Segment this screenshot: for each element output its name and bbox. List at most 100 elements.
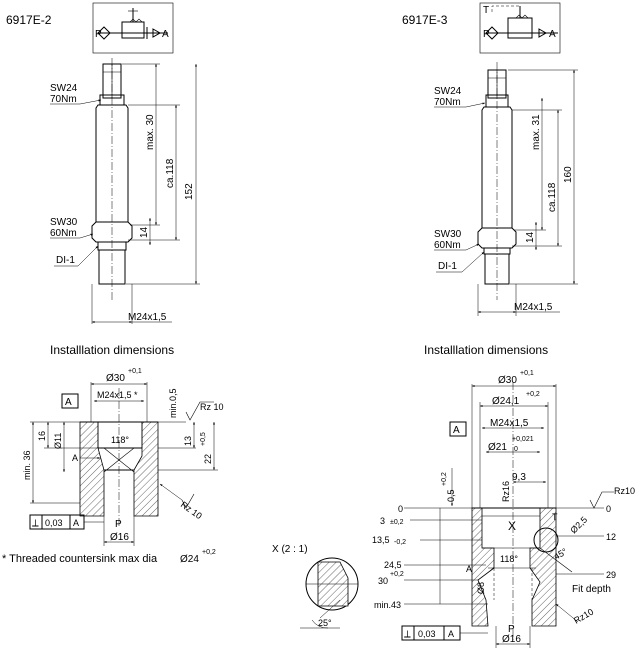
right-max-dim: max. 31: [531, 114, 542, 150]
left-install-p: P: [115, 519, 122, 530]
right-install-rz16: Rz16: [501, 481, 511, 502]
right-install-dia8: Ø8: [476, 582, 486, 594]
right-install-dia2-5: Ø2,5: [568, 515, 589, 536]
right-symbol-port-t: T: [483, 5, 489, 16]
right-torque-top: 70Nm: [434, 97, 461, 108]
right-overall-dim: 160: [563, 166, 574, 183]
right-hydraulic-symbol: T P A: [479, 2, 561, 54]
right-install-dim3: 3: [380, 516, 385, 526]
detail-label: X (2 : 1): [272, 544, 308, 555]
left-valve-view: 6917E-2 P A: [6, 2, 200, 324]
right-install-dia30: Ø30: [498, 375, 517, 386]
left-sw-top: SW24: [50, 83, 78, 94]
right-install-a-label: A: [466, 564, 472, 574]
left-torque-bottom: 60Nm: [50, 228, 77, 239]
right-sw-top: SW24: [434, 86, 462, 97]
right-install-dia24-1: Ø24,1: [492, 396, 520, 407]
right-install-dim12: 12: [606, 532, 616, 542]
right-install-view: Installlation dimensions Ø30 +0,1 Ø24,1 …: [372, 343, 635, 648]
right-install-dia30-tol: +0,1: [520, 370, 534, 377]
left-ca-dim: ca.118: [165, 158, 176, 188]
left-install-min36: min. 36: [22, 450, 32, 480]
left-symbol-port-a: A: [162, 29, 169, 40]
right-sw-bottom: SW30: [434, 229, 462, 240]
right-install-dia16: Ø16: [502, 634, 521, 645]
left-install-dim13-tol: +0,5: [200, 432, 207, 446]
right-install-perp-sym: ⟂: [404, 629, 411, 640]
right-install-t: T: [552, 512, 558, 522]
left-install-dim22: 22: [203, 454, 213, 464]
left-sw-bottom: SW30: [50, 217, 78, 228]
left-install-min05: min.0,5: [168, 388, 178, 418]
right-valve-view: 6917E-3 T P A: [402, 2, 578, 316]
left-install-dia30: Ø30: [106, 373, 125, 384]
right-install-dim3-tol: ±0,2: [390, 519, 404, 526]
left-install-heading: Installlation dimensions: [50, 343, 174, 357]
right-install-min43: min.43: [374, 600, 401, 610]
right-install-dia21: Ø21: [488, 442, 507, 453]
left-overall-dim: 152: [184, 183, 195, 200]
right-install-rz-top: Rz10: [614, 486, 635, 496]
right-install-a-box: A: [453, 425, 460, 436]
left-install-perp-sym: ⟂: [32, 518, 39, 529]
left-symbol-port-p: P: [95, 29, 102, 40]
right-seal-label: DI-1: [438, 261, 457, 272]
right-install-x-mark: X: [508, 519, 516, 533]
left-install-dim16: 16: [37, 431, 47, 441]
left-install-rz-bot: Rz 10: [179, 499, 204, 521]
left-valve-dims: max. 30 ca.118 152 14 M24x1,5 SW24 70Nm …: [50, 63, 200, 324]
left-valve-body: [91, 58, 133, 300]
left-install-perp-ref: A: [73, 518, 79, 528]
left-install-a-box: A: [65, 397, 72, 408]
right-install-angle118: 118°: [500, 554, 518, 564]
left-install-dia11: Ø11: [53, 433, 63, 449]
left-install-footnote: * Threaded countersink max dia: [2, 553, 158, 565]
right-install-perp-val: 0,03: [418, 629, 436, 639]
right-install-dim9-3: 9,3: [512, 472, 526, 483]
right-thread-label: M24x1,5: [514, 302, 553, 313]
right-install-thread: M24x1,5: [490, 418, 529, 429]
right-install-dia24-1-tol: +0,2: [526, 391, 540, 398]
left-max-dim: max. 30: [145, 114, 156, 150]
left-install-dim13: 13: [183, 436, 193, 446]
left-title: 6917E-2: [6, 13, 52, 27]
left-install-dia30-tol: +0,1: [128, 368, 142, 375]
left-install-rz-top: Rz 10: [200, 402, 224, 412]
left-hydraulic-symbol: P A: [92, 2, 174, 54]
right-dim-14: 14: [525, 231, 536, 243]
right-symbol-port-a: A: [549, 29, 556, 40]
left-dim-14: 14: [139, 226, 150, 238]
left-install-footnote-val: Ø24: [180, 554, 199, 565]
right-install-rz-bot: Rz10: [572, 607, 595, 626]
right-install-dim30: 30: [378, 576, 388, 586]
right-install-p: P: [508, 624, 515, 635]
left-install-thread: M24x1,5 *: [97, 390, 138, 400]
right-valve-body: [477, 62, 517, 300]
right-install-zero-l: 0: [398, 504, 403, 514]
left-seal-label: DI-1: [56, 255, 75, 266]
right-install-dim30-tol: +0,2: [390, 571, 404, 578]
right-install-perp-ref: A: [448, 629, 454, 639]
right-install-dim13-5: 13,5: [372, 535, 390, 545]
right-install-zero-r: 0: [606, 504, 611, 514]
left-install-perp-val: 0,03: [45, 518, 63, 528]
right-install-dim05-tol: +0,2: [441, 472, 448, 486]
left-install-angle: 118°: [111, 435, 129, 445]
right-install-dim05: 0,5: [446, 489, 456, 502]
left-install-a-label: A: [72, 453, 78, 463]
right-valve-dims: max. 31 ca.118 160 14 M24x1,5 SW24 70Nm …: [434, 69, 578, 316]
left-torque-top: 70Nm: [50, 94, 77, 105]
right-install-dia21-tol-lo: 0: [514, 446, 518, 453]
left-install-footnote-tol: +0,2: [202, 549, 216, 556]
right-ca-dim: ca.118: [547, 182, 558, 212]
right-install-dia21-tol-up: +0,021: [512, 436, 534, 443]
detail-x-view: X (2 : 1) 25°: [272, 544, 359, 629]
left-install-dia16: Ø16: [110, 532, 129, 543]
right-torque-bottom: 60Nm: [434, 240, 461, 251]
left-thread-label: M24x1,5: [128, 312, 167, 323]
right-install-heading: Installlation dimensions: [424, 343, 548, 357]
right-install-dim24-5: 24,5: [384, 560, 402, 570]
left-install-view: Installlation dimensions Ø30 +0,1 A M24x…: [2, 343, 224, 565]
right-install-dim13-5-tol: -0,2: [394, 539, 406, 546]
